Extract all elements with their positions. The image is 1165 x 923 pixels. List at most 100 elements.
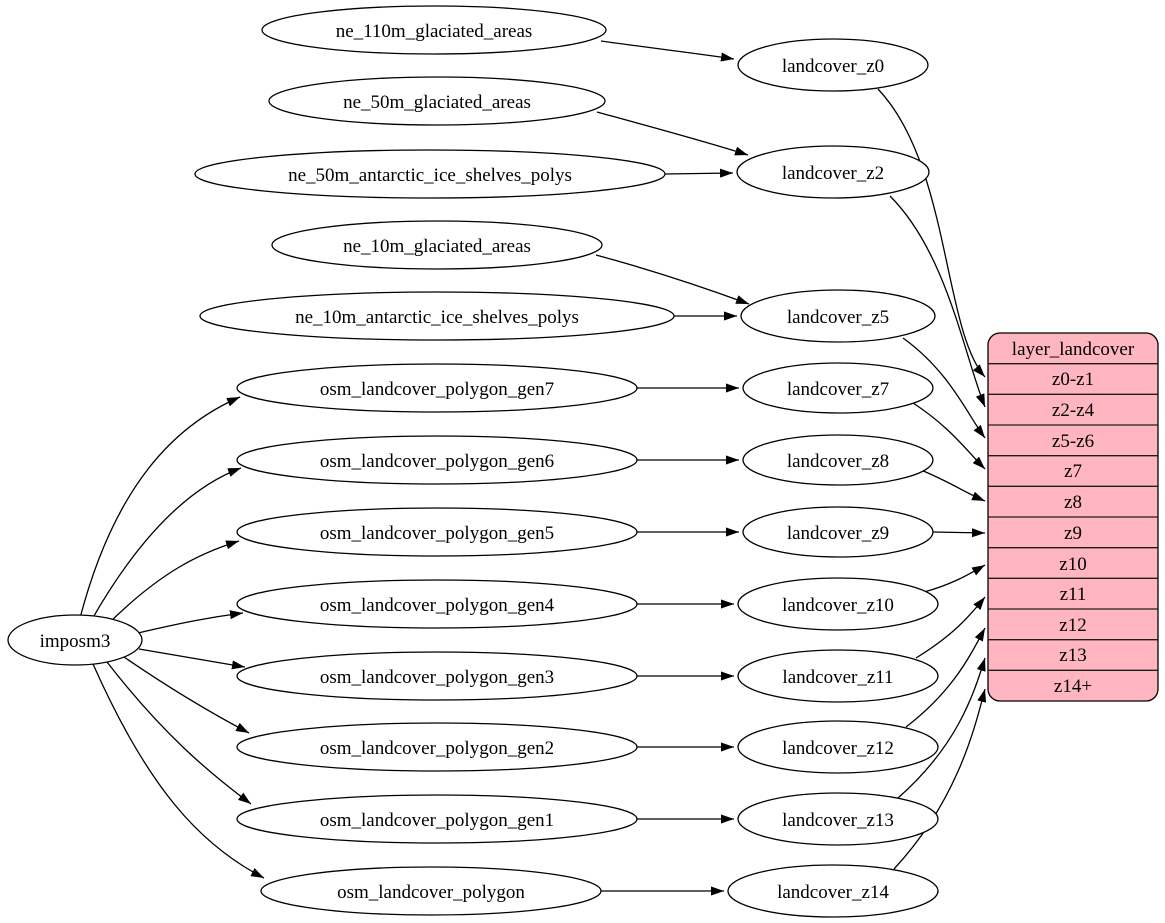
node-landcover-z0: landcover_z0 bbox=[737, 38, 929, 92]
node-ellipse bbox=[727, 864, 939, 918]
node-label: osm_landcover_polygon_gen3 bbox=[320, 667, 554, 688]
node-ellipse bbox=[236, 363, 638, 413]
node-ellipse bbox=[742, 434, 934, 486]
node-imposm3: imposm3 bbox=[7, 614, 143, 666]
node-ellipse bbox=[271, 220, 603, 270]
table-layer-landcover: layer_landcover z0-z1 z2-z4 z5-z6 z7 z8 … bbox=[987, 332, 1159, 702]
node-ne-110m-glaciated-areas: ne_110m_glaciated_areas bbox=[261, 5, 607, 55]
node-osm-landcover-polygon-gen2: osm_landcover_polygon_gen2 bbox=[236, 722, 638, 772]
node-label: landcover_z14 bbox=[777, 882, 889, 903]
table-row-z13: z13 bbox=[1059, 645, 1086, 666]
table-row-z5-z6: z5-z6 bbox=[1052, 431, 1094, 452]
edge-z14-to-row-z14plus bbox=[893, 688, 987, 870]
edge-z10-to-row-z10 bbox=[923, 564, 986, 593]
node-ellipse bbox=[736, 145, 930, 199]
edge-z7-to-row-z7 bbox=[912, 402, 986, 470]
node-label: osm_landcover_polygon_gen4 bbox=[320, 595, 555, 616]
node-osm-landcover-polygon-gen3: osm_landcover_polygon_gen3 bbox=[236, 651, 638, 701]
edge-group bbox=[79, 40, 987, 896]
edge-imposm3-to-gen4 bbox=[137, 610, 244, 634]
node-label: landcover_z13 bbox=[782, 810, 894, 831]
edge-z0-to-row-z0-z1 bbox=[877, 88, 986, 378]
edge-ne10m-glaciated-to-z5 bbox=[595, 254, 750, 305]
node-label: landcover_z10 bbox=[782, 595, 894, 616]
node-label: landcover_z12 bbox=[782, 738, 894, 759]
edge-z2-to-row-z2-z4 bbox=[889, 195, 986, 408]
edge-imposm3-to-gen7 bbox=[79, 396, 241, 619]
node-ne-10m-antarctic-ice-shelves-polys: ne_10m_antarctic_ice_shelves_polys bbox=[199, 291, 675, 341]
node-landcover-z10: landcover_z10 bbox=[737, 577, 939, 631]
node-landcover-z12: landcover_z12 bbox=[737, 720, 939, 774]
node-label: landcover_z5 bbox=[787, 307, 889, 328]
node-ellipse bbox=[268, 76, 606, 126]
table-row-z2-z4: z2-z4 bbox=[1052, 400, 1095, 421]
node-ellipse bbox=[236, 722, 638, 772]
node-ellipse bbox=[260, 866, 602, 916]
node-ellipse bbox=[742, 506, 934, 558]
edge-imposm3-to-gen6 bbox=[90, 467, 242, 622]
table-row-z0-z1: z0-z1 bbox=[1052, 369, 1094, 390]
table-row-z8: z8 bbox=[1064, 492, 1082, 513]
node-ellipse bbox=[742, 362, 934, 414]
node-label: imposm3 bbox=[40, 631, 111, 652]
node-ellipse bbox=[737, 38, 929, 92]
node-osm-landcover-polygon: osm_landcover_polygon bbox=[260, 866, 602, 916]
edge-z9-to-row-z9 bbox=[932, 528, 986, 538]
node-landcover-z14: landcover_z14 bbox=[727, 864, 939, 918]
node-ellipse bbox=[199, 291, 675, 341]
node-ellipse bbox=[737, 649, 939, 703]
node-label: landcover_z2 bbox=[782, 163, 884, 184]
node-label: osm_landcover_polygon_gen5 bbox=[320, 523, 554, 544]
node-ne-10m-glaciated-areas: ne_10m_glaciated_areas bbox=[271, 220, 603, 270]
edge-imposm3-to-gen2 bbox=[123, 656, 250, 734]
node-label: osm_landcover_polygon_gen6 bbox=[320, 451, 554, 472]
edge-z8-to-row-z8 bbox=[920, 469, 986, 502]
node-label: ne_110m_glaciated_areas bbox=[336, 21, 533, 42]
node-label: landcover_z8 bbox=[787, 451, 889, 472]
node-ellipse bbox=[236, 651, 638, 701]
node-label: ne_10m_antarctic_ice_shelves_polys bbox=[295, 307, 579, 328]
table-row-z11: z11 bbox=[1060, 584, 1087, 605]
node-label: ne_50m_glaciated_areas bbox=[343, 92, 531, 113]
edge-imposm3-to-gen1 bbox=[106, 661, 252, 805]
table-row-z10: z10 bbox=[1059, 554, 1086, 575]
edge-imposm3-to-gen3 bbox=[138, 648, 246, 670]
node-label: ne_50m_antarctic_ice_shelves_polys bbox=[288, 165, 572, 186]
node-label: osm_landcover_polygon_gen2 bbox=[320, 738, 554, 759]
node-group: imposm3 ne_110m_glaciated_areas ne_50m_g… bbox=[7, 5, 939, 918]
edge-imposm3-to-polygon bbox=[92, 663, 265, 879]
node-label: osm_landcover_polygon_gen1 bbox=[320, 810, 554, 831]
edge-ne110m-to-z0 bbox=[600, 40, 735, 62]
node-ellipse bbox=[194, 149, 666, 199]
node-ellipse bbox=[236, 794, 638, 844]
table-row-z7: z7 bbox=[1064, 461, 1082, 482]
node-label: osm_landcover_polygon bbox=[337, 882, 525, 903]
edge-z11-to-row-z11 bbox=[915, 596, 986, 659]
table-row-z12: z12 bbox=[1059, 615, 1086, 636]
node-landcover-z5: landcover_z5 bbox=[740, 289, 936, 343]
node-landcover-z9: landcover_z9 bbox=[742, 506, 934, 558]
node-landcover-z8: landcover_z8 bbox=[742, 434, 934, 486]
node-ellipse bbox=[236, 507, 638, 557]
node-label: landcover_z0 bbox=[782, 56, 884, 77]
node-ellipse bbox=[236, 435, 638, 485]
node-label: landcover_z11 bbox=[782, 667, 893, 688]
node-ellipse bbox=[236, 579, 638, 629]
node-osm-landcover-polygon-gen6: osm_landcover_polygon_gen6 bbox=[236, 435, 638, 485]
edge-z13-to-row-z13 bbox=[897, 657, 986, 799]
node-landcover-z11: landcover_z11 bbox=[737, 649, 939, 703]
node-osm-landcover-polygon-gen4: osm_landcover_polygon_gen4 bbox=[236, 579, 638, 629]
node-ellipse bbox=[737, 792, 939, 846]
edge-ne50m-glaciated-to-z2 bbox=[596, 111, 749, 156]
node-osm-landcover-polygon-gen1: osm_landcover_polygon_gen1 bbox=[236, 794, 638, 844]
table-row-z14plus: z14+ bbox=[1054, 676, 1092, 697]
node-label: landcover_z7 bbox=[787, 379, 889, 400]
node-landcover-z7: landcover_z7 bbox=[742, 362, 934, 414]
node-label: landcover_z9 bbox=[787, 523, 889, 544]
node-osm-landcover-polygon-gen7: osm_landcover_polygon_gen7 bbox=[236, 363, 638, 413]
node-ellipse bbox=[737, 577, 939, 631]
node-ellipse bbox=[740, 289, 936, 343]
edge-ne50m-antarctic-to-z2 bbox=[664, 168, 734, 178]
